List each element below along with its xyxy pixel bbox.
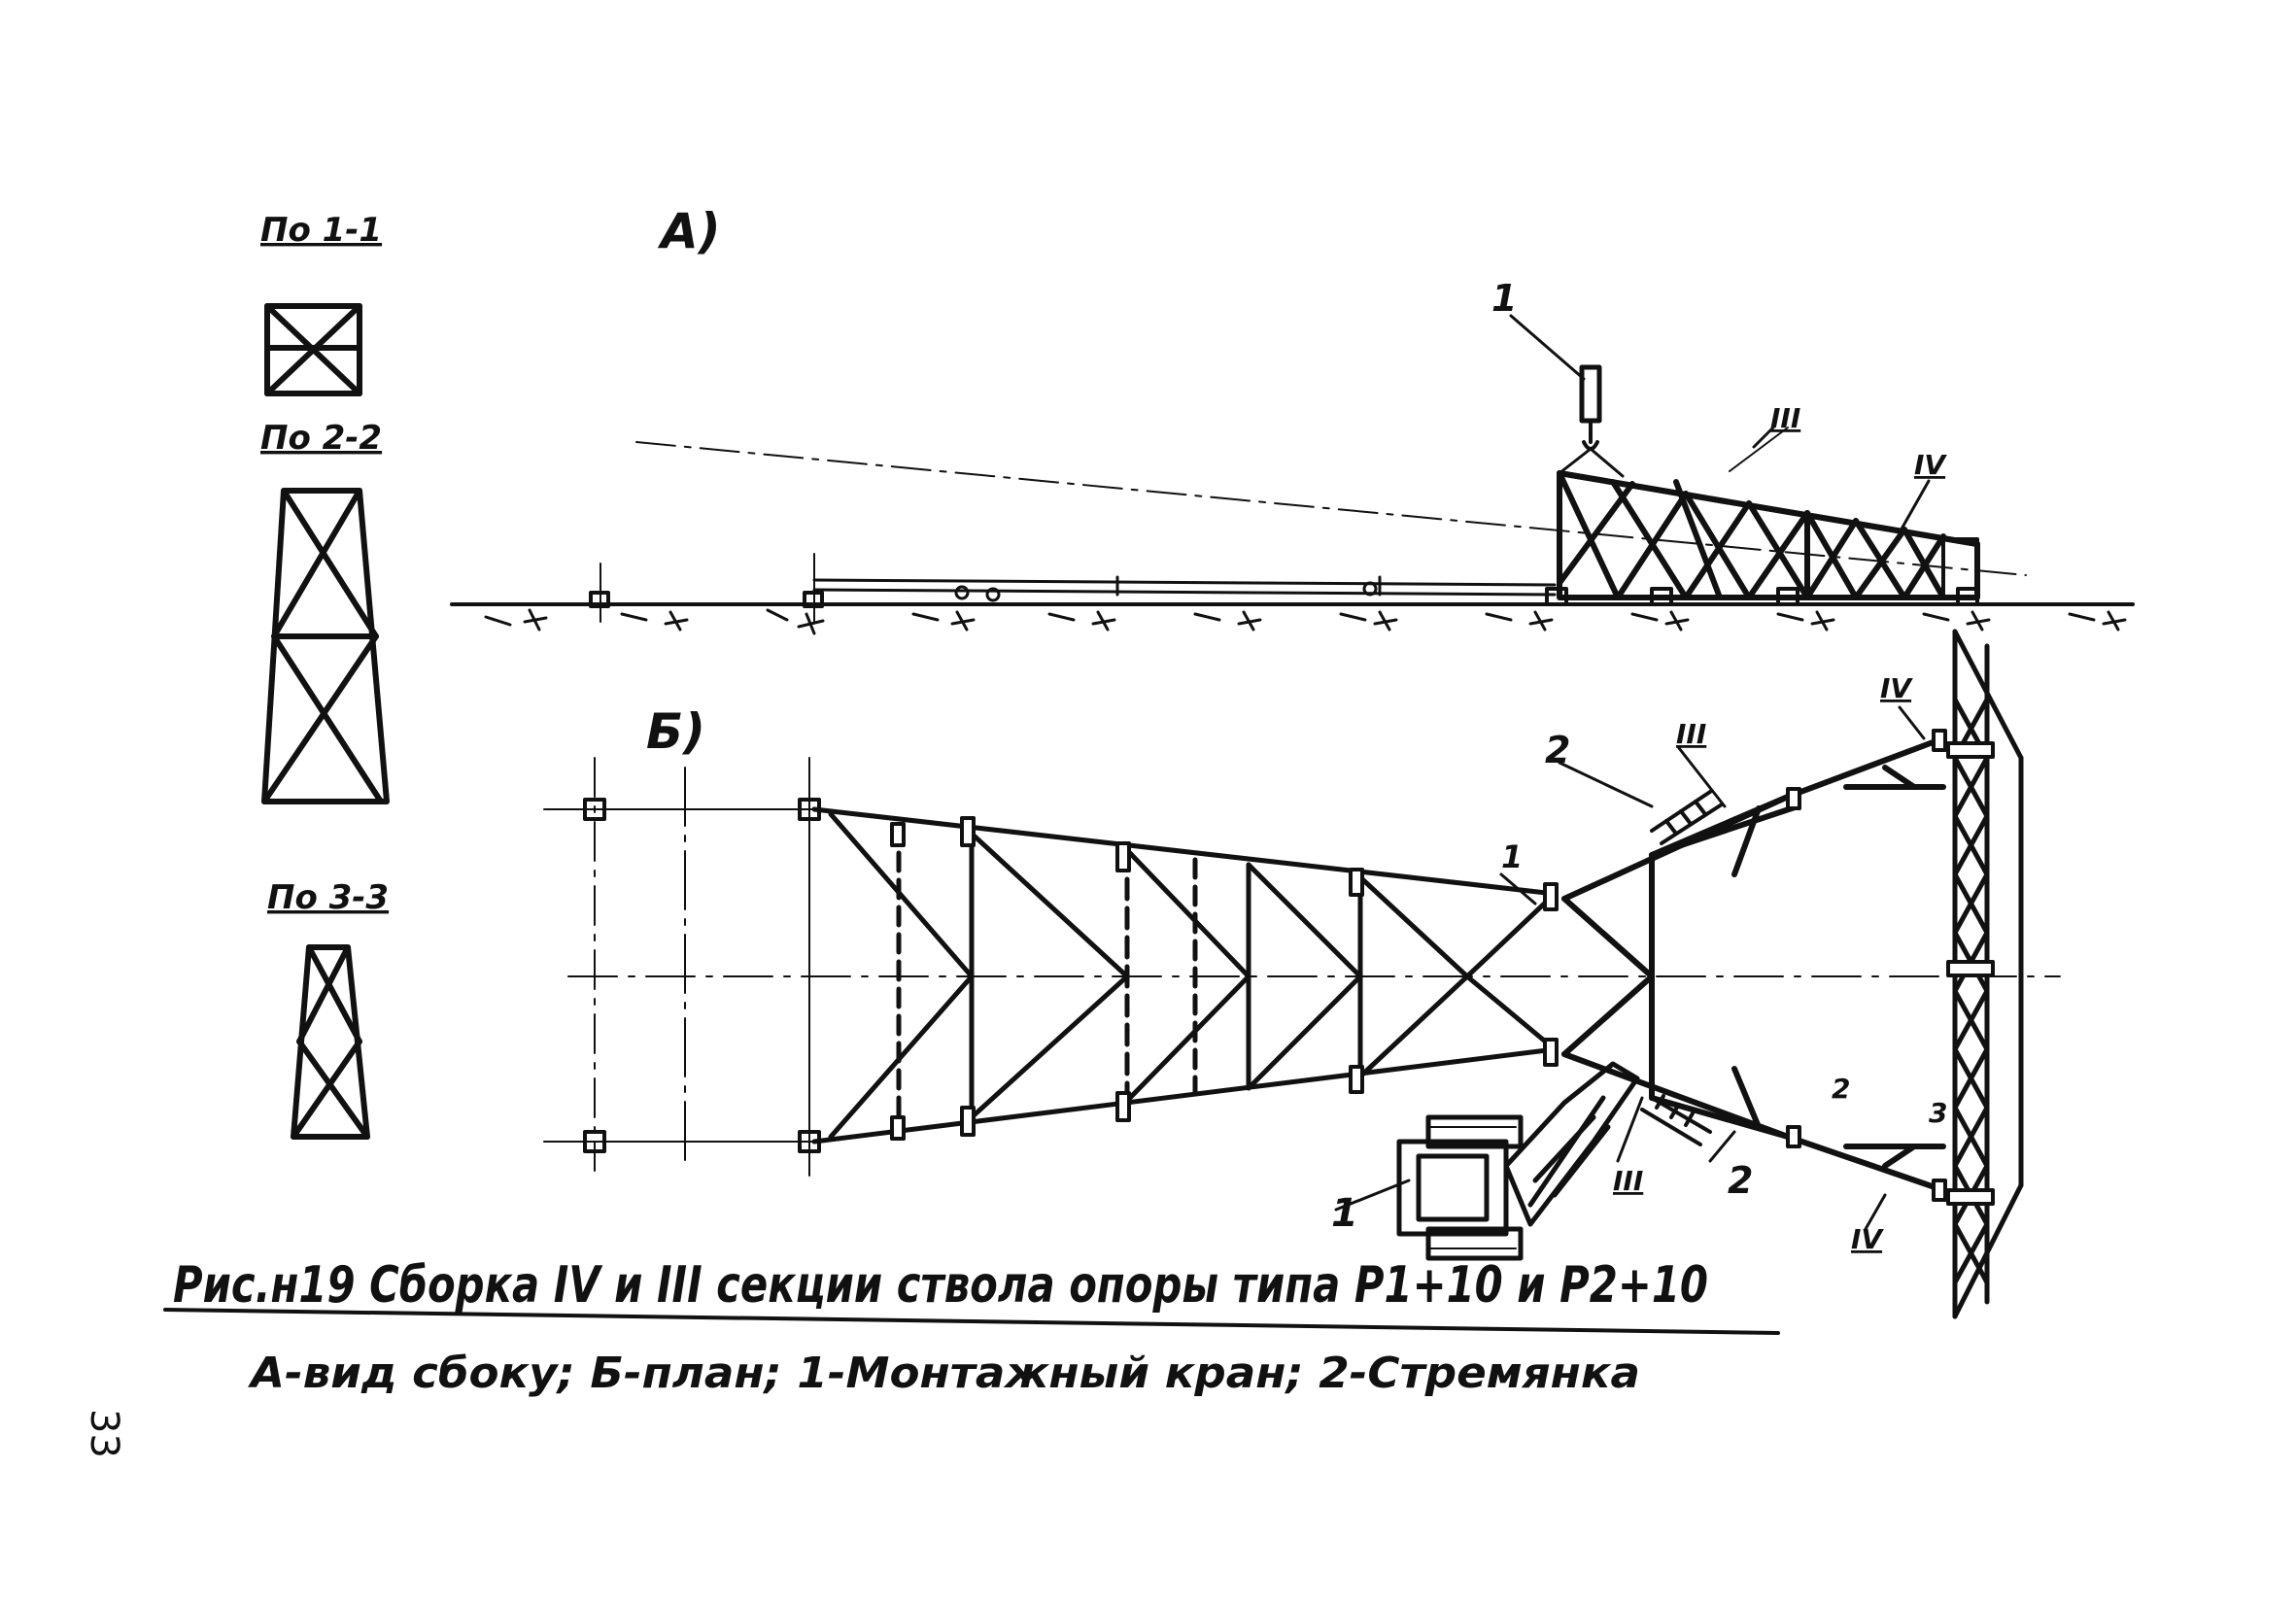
figure-title: Рис.н19 Сборка IV и III секции ствола оп… bbox=[173, 1256, 1708, 1315]
crane-plan bbox=[1396, 1061, 1640, 1261]
section-1-1 bbox=[264, 303, 362, 396]
ladder-bottom bbox=[1640, 1094, 1712, 1146]
callout-section-iv-bottom: IV bbox=[1851, 1223, 1884, 1255]
ladder-top bbox=[1650, 790, 1724, 845]
view-label-plan: Б) bbox=[646, 703, 705, 760]
section-mark-1: 1 bbox=[1501, 838, 1523, 875]
section-mark-2: 2 bbox=[1832, 1073, 1850, 1105]
callout-section-iii-side: III bbox=[1770, 402, 1800, 434]
callout-section-iv-top: IV bbox=[1880, 672, 1913, 704]
section-label-1-1: По 1-1 bbox=[260, 211, 382, 250]
side-view bbox=[450, 314, 2135, 635]
section-mark-3: 3 bbox=[1929, 1097, 1947, 1129]
section-2-2 bbox=[261, 488, 390, 804]
plan-view bbox=[543, 629, 2061, 1319]
callout-crane-side: 1 bbox=[1491, 277, 1517, 320]
view-label-side: А) bbox=[657, 203, 721, 259]
callout-section-iv-side: IV bbox=[1914, 449, 1947, 481]
callout-section-iii-top: III bbox=[1676, 718, 1706, 750]
figure-legend: А-вид сбоку; Б-план; 1-Монтажный кран; 2… bbox=[248, 1349, 1640, 1398]
callout-section-iii-bottom: III bbox=[1613, 1165, 1643, 1197]
section-3-3 bbox=[291, 944, 370, 1140]
callout-ladder-top: 2 bbox=[1545, 729, 1570, 771]
page-number: 33 bbox=[82, 1409, 126, 1458]
callout-ladder-bottom: 2 bbox=[1728, 1159, 1753, 1202]
callout-crane-plan: 1 bbox=[1331, 1191, 1358, 1236]
section-label-3-3: По 3-3 bbox=[267, 878, 389, 917]
section-label-2-2: По 2-2 bbox=[260, 419, 382, 458]
